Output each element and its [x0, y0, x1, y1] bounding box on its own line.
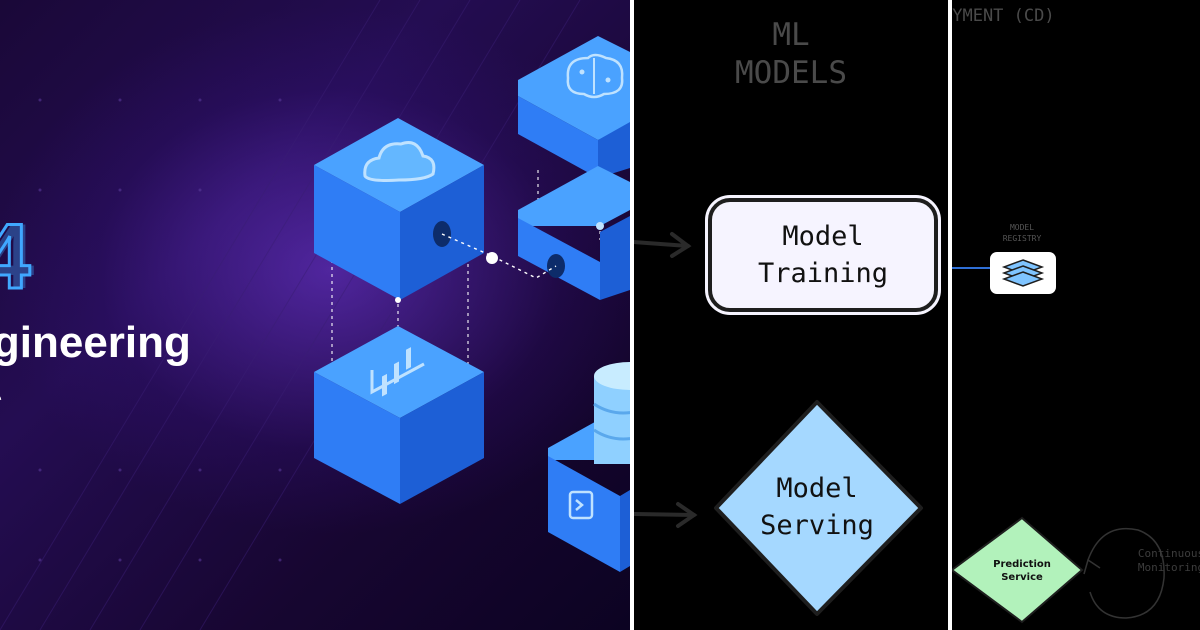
chart-cube: [314, 326, 484, 504]
promo-artwork: [0, 0, 630, 630]
deployment-title: OYMENT (CD): [952, 6, 1055, 26]
panel-divider-1: [630, 0, 634, 630]
connector-cube: [518, 166, 630, 300]
chart-icon: [370, 347, 425, 397]
cloud-cube: [314, 118, 484, 300]
prediction-service-label: Prediction Service: [993, 559, 1051, 583]
deploy-lane-shapes: [952, 267, 1165, 624]
promo-year: 24: [0, 205, 32, 310]
monitoring-loop-arrow: [1083, 527, 1165, 619]
cloud-icon: [363, 141, 436, 182]
layers-icon: [1001, 259, 1045, 287]
deployment-lane: OYMENT (CD) MODEL REGISTRY Prediction Se…: [952, 0, 1200, 630]
prediction-service-diamond[interactable]: [952, 516, 1084, 624]
model-serving-label: Model Serving: [760, 473, 874, 541]
promo-headline-line-1: ngineering: [0, 318, 191, 367]
database-icon: [593, 362, 630, 464]
continuous-monitoring-label: Continuous Monitoring: [1137, 547, 1200, 574]
arrow-to-serving: [634, 502, 698, 528]
ml-models-lane: ML MODELS Model Training Model Serving: [634, 0, 948, 630]
model-serving-diamond[interactable]: [714, 400, 923, 616]
panel-divider-2: [948, 0, 952, 630]
models-lane-shapes: [634, 232, 923, 616]
ml-models-title: ML MODELS: [735, 17, 847, 91]
brain-icon: [566, 53, 624, 99]
promo-headline-line-2: ls: [0, 378, 3, 428]
model-registry-label: MODEL REGISTRY: [1002, 223, 1042, 243]
promo-banner: 24 ngineering ls: [0, 0, 630, 630]
brain-cube: [518, 36, 630, 178]
model-registry-node[interactable]: [990, 252, 1056, 294]
model-training-node[interactable]: Model Training: [708, 198, 938, 312]
terminal-icon: [568, 490, 594, 520]
arrow-to-training: [634, 232, 692, 258]
